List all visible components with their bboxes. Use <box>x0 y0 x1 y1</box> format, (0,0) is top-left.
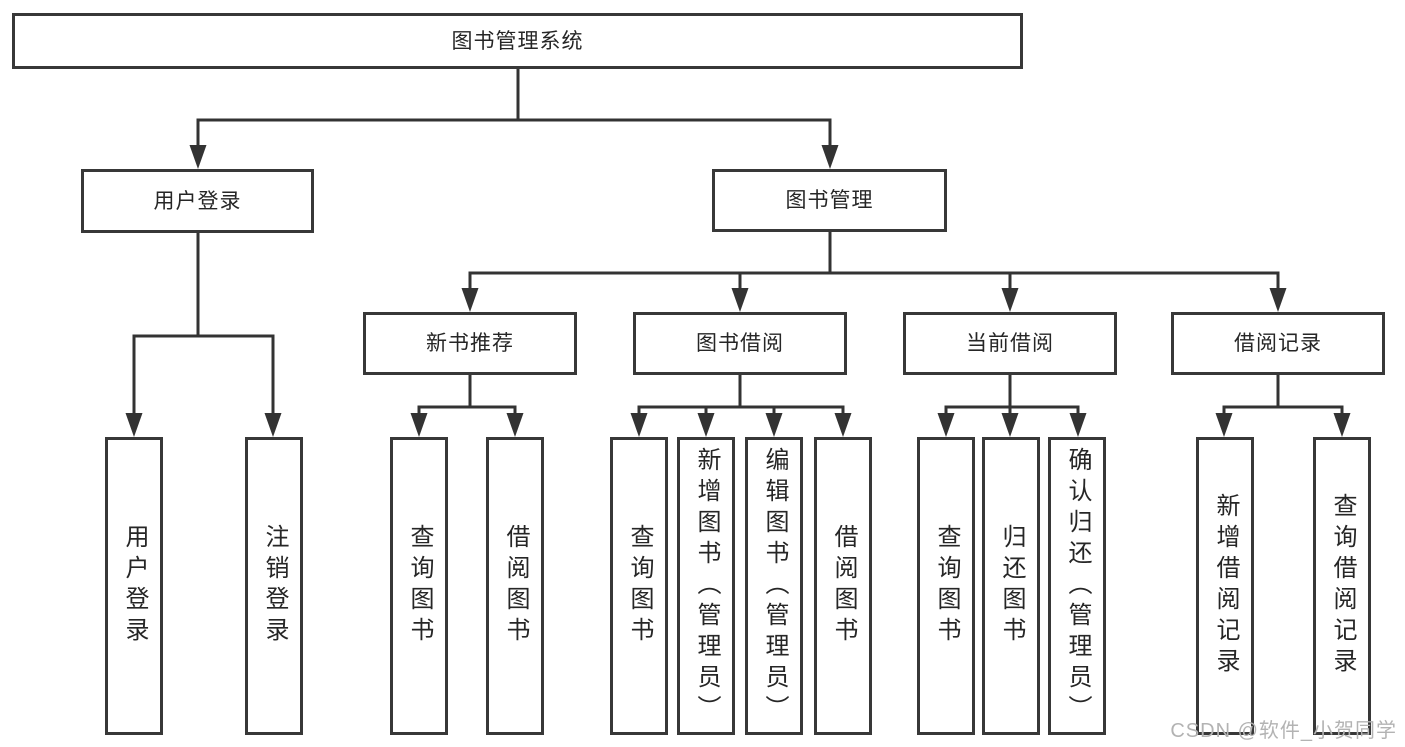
leaf-add-borrow-record: 新增借阅记录 <box>1196 437 1254 735</box>
leaf-label: 注销登录 <box>261 524 288 648</box>
node-user-login: 用户登录 <box>81 169 314 233</box>
arrowhead-icon <box>264 413 282 437</box>
arrowhead-icon <box>189 145 207 169</box>
arrowhead-icon <box>410 413 428 437</box>
node-label: 当前借阅 <box>966 332 1054 355</box>
node-current-borrow: 当前借阅 <box>903 312 1117 375</box>
arrowhead-icon <box>765 413 783 437</box>
node-label: 新书推荐 <box>426 332 514 355</box>
leaf-label: 用户登录 <box>121 524 148 648</box>
arrowhead-icon <box>1333 413 1351 437</box>
leaf-query-books-recommend: 查询图书 <box>390 437 448 735</box>
arrowhead-icon <box>937 413 955 437</box>
leaf-query-books-current: 查询图书 <box>917 437 975 735</box>
leaf-return-books: 归还图书 <box>982 437 1040 735</box>
leaf-label: 借阅图书 <box>830 524 857 648</box>
leaf-label: 新增图书（管理员） <box>693 446 720 726</box>
node-label: 借阅记录 <box>1234 332 1322 355</box>
node-library-management-system: 图书管理系统 <box>12 13 1023 69</box>
leaf-logout: 注销登录 <box>245 437 303 735</box>
node-label: 用户登录 <box>153 189 242 213</box>
node-new-book-recommend: 新书推荐 <box>363 312 577 375</box>
arrowhead-icon <box>630 413 648 437</box>
arrowhead-icon <box>834 413 852 437</box>
leaf-confirm-return-admin: 确认归还（管理员） <box>1048 437 1106 735</box>
leaf-label: 编辑图书（管理员） <box>761 446 788 726</box>
arrowhead-icon <box>1001 413 1019 437</box>
leaf-label: 确认归还（管理员） <box>1064 446 1091 726</box>
arrowhead-icon <box>125 413 143 437</box>
arrowhead-icon <box>461 288 479 312</box>
leaf-query-books-borrow: 查询图书 <box>610 437 668 735</box>
arrowhead-icon <box>1269 288 1287 312</box>
arrowhead-icon <box>731 288 749 312</box>
arrowhead-icon <box>1001 288 1019 312</box>
leaf-query-borrow-record: 查询借阅记录 <box>1313 437 1371 735</box>
leaf-label: 新增借阅记录 <box>1212 493 1239 679</box>
leaf-label: 归还图书 <box>998 524 1025 648</box>
leaf-label: 查询图书 <box>626 524 653 648</box>
node-label: 图书管理 <box>785 189 874 212</box>
leaf-user-login: 用户登录 <box>105 437 163 735</box>
leaf-label: 查询图书 <box>933 524 960 648</box>
node-book-management: 图书管理 <box>712 169 947 232</box>
arrowhead-icon <box>697 413 715 437</box>
leaf-borrow-books-recommend: 借阅图书 <box>486 437 544 735</box>
leaf-borrow-books: 借阅图书 <box>814 437 872 735</box>
arrowhead-icon <box>1069 413 1087 437</box>
leaf-edit-books-admin: 编辑图书（管理员） <box>745 437 803 735</box>
arrowhead-icon <box>506 413 524 437</box>
arrowhead-icon <box>1215 413 1233 437</box>
csdn-watermark: CSDN @软件_小贺同学 <box>1170 720 1397 742</box>
arrowhead-icon <box>821 145 839 169</box>
leaf-label: 查询借阅记录 <box>1329 493 1356 679</box>
node-borrow-records: 借阅记录 <box>1171 312 1385 375</box>
leaf-label: 查询图书 <box>406 524 433 648</box>
leaf-label: 借阅图书 <box>502 524 529 648</box>
node-label: 图书管理系统 <box>451 29 584 53</box>
node-label: 图书借阅 <box>696 332 784 355</box>
leaf-add-books-admin: 新增图书（管理员） <box>677 437 735 735</box>
node-book-borrow: 图书借阅 <box>633 312 847 375</box>
